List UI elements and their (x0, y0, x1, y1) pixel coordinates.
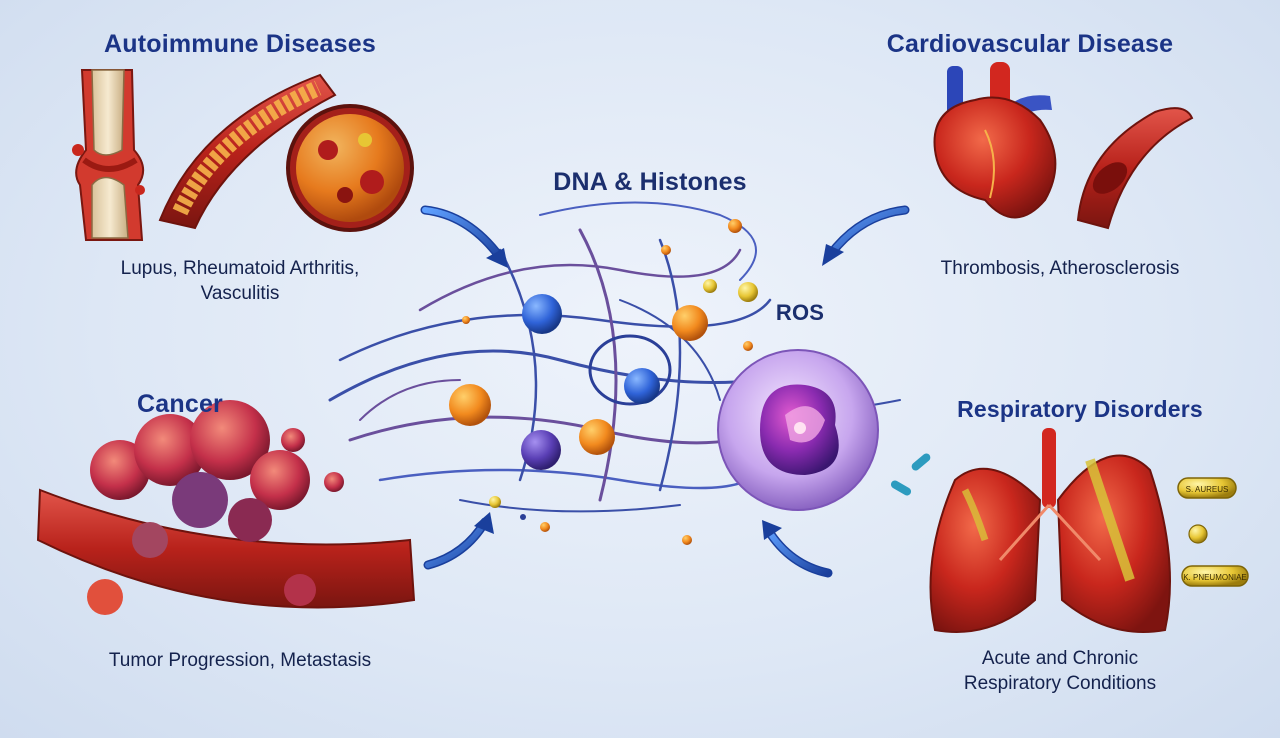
arrow-from-cancer (423, 512, 494, 570)
joint-illustration (72, 69, 145, 241)
heart-illustration (933, 62, 1057, 219)
autoimmune-title: Autoimmune Diseases (104, 30, 376, 58)
ros-label: ROS (775, 300, 825, 325)
autoimmune-line-1: Lupus, Rheumatoid Arthritis, (120, 258, 360, 279)
cancer-title: Cancer (137, 390, 223, 418)
arrow-from-autoimmune (420, 205, 508, 268)
lungs-illustration (929, 428, 1171, 633)
cancer-description: Tumor Progression, Metastasis (40, 648, 440, 673)
cardiovascular-description: Thrombosis, Atherosclerosis (880, 256, 1240, 281)
center-title: DNA & Histones (553, 168, 747, 196)
cardiovascular-line-1: Thrombosis, Atherosclerosis (940, 258, 1180, 279)
cancer-line-1: Tumor Progression, Metastasis (108, 650, 372, 671)
histone-particles (449, 219, 758, 545)
arrow-from-respiratory (762, 520, 833, 578)
s-aureus-tag: S. AUREUS (1186, 485, 1229, 494)
small-teal-bacteria-icon (890, 453, 931, 496)
k-pneumoniae-bacterium-icon (1181, 565, 1249, 587)
s-aureus-bacterium-icon (1177, 477, 1237, 499)
inflamed-vessel-illustration (158, 73, 337, 230)
tumor-vessel-illustration (36, 400, 416, 615)
autoimmune-line-2: Vasculitis (200, 283, 280, 304)
respiratory-line-2: Respiratory Conditions (963, 673, 1157, 694)
respiratory-title: Respiratory Disorders (957, 396, 1203, 422)
arrow-from-cardiovascular (822, 205, 910, 266)
neutrophil-cell (717, 349, 879, 511)
yellow-spiky-bacterium-icon (1188, 524, 1208, 544)
clotted-vessel-illustration (1076, 107, 1194, 230)
respiratory-line-1: Acute and Chronic (981, 648, 1139, 669)
autoimmune-description: Lupus, Rheumatoid Arthritis, Vasculitis (60, 256, 420, 306)
cardiovascular-title: Cardiovascular Disease (886, 30, 1174, 58)
k-pneumoniae-tag: K. PNEUMONIAE (1183, 573, 1247, 582)
respiratory-description: Acute and Chronic Respiratory Conditions (900, 646, 1220, 696)
magnified-tissue-illustration (286, 104, 414, 232)
